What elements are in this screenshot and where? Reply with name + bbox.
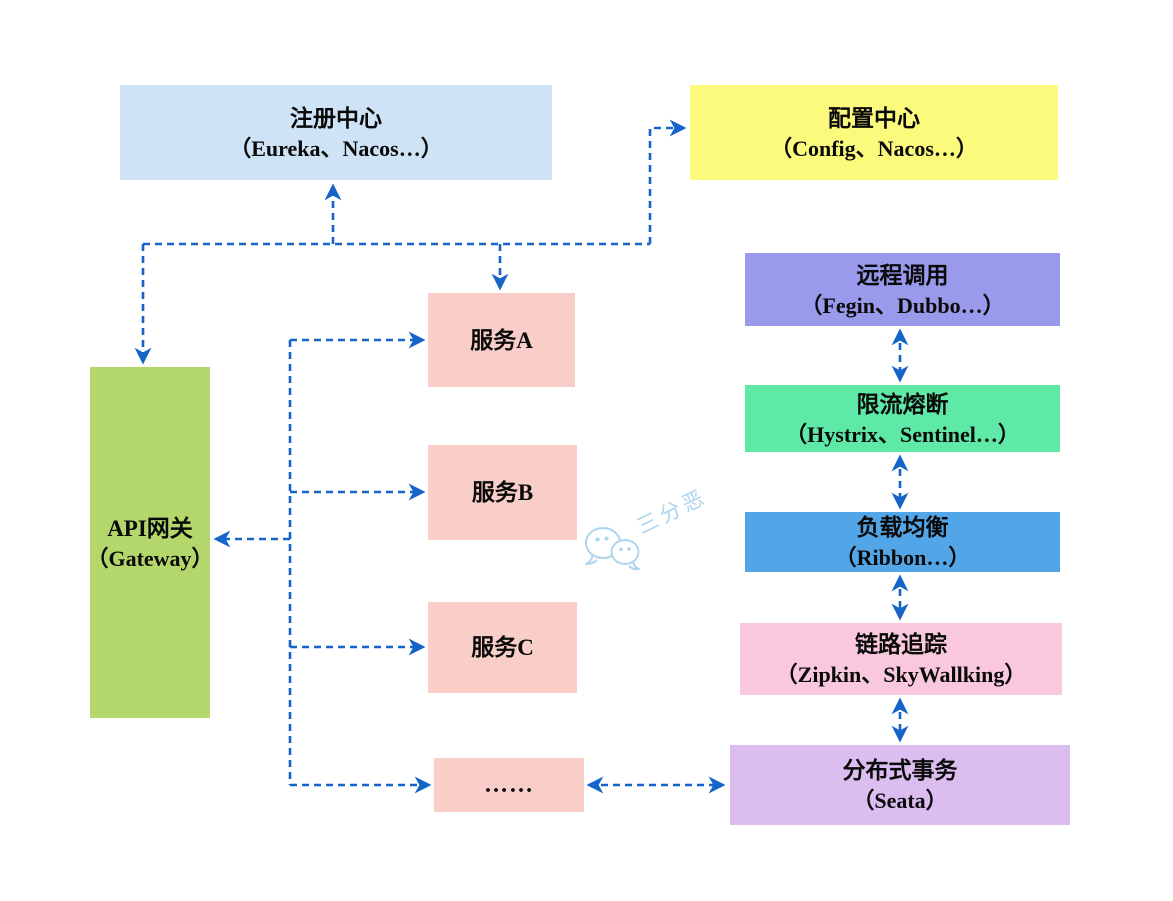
node-api-gateway: API网关 （Gateway） — [86, 367, 214, 718]
node-circuit-breaker: 限流熔断 （Hystrix、Sentinel…） — [745, 385, 1060, 452]
node-title: 限流熔断 — [856, 391, 949, 417]
node-subtitle: （Seata） — [852, 788, 948, 813]
node-subtitle: （Ribbon…） — [834, 545, 971, 570]
node-distributed-transaction: 分布式事务 （Seata） — [730, 745, 1070, 825]
node-subtitle: （Zipkin、SkyWallking） — [775, 662, 1027, 687]
node-title: 远程调用 — [856, 262, 949, 288]
node-service-a: 服务A — [428, 293, 575, 387]
node-subtitle: （Fegin、Dubbo…） — [800, 292, 1005, 318]
node-title: 配置中心 — [828, 105, 920, 131]
node-title: 负载均衡 — [856, 515, 949, 540]
node-title: 链路追踪 — [855, 632, 947, 657]
node-service-more: …… — [434, 758, 584, 812]
node-subtitle: （Gateway） — [86, 545, 214, 571]
node-title: 服务A — [470, 327, 533, 353]
node-load-balance: 负载均衡 （Ribbon…） — [745, 512, 1060, 572]
node-title: 服务B — [471, 480, 534, 505]
node-subtitle: （Config、Nacos…） — [770, 135, 978, 161]
node-registry-center: 注册中心 （Eureka、Nacos…） — [120, 85, 552, 180]
node-link-tracing: 链路追踪 （Zipkin、SkyWallking） — [740, 623, 1062, 695]
node-service-c: 服务C — [428, 602, 577, 693]
node-config-center: 配置中心 （Config、Nacos…） — [690, 85, 1058, 180]
node-title: 注册中心 — [290, 105, 382, 131]
wechat-icon — [585, 527, 640, 571]
watermark: 三分恶 — [580, 484, 730, 590]
node-title: 分布式事务 — [842, 758, 958, 783]
arrow-trunk-to-config — [648, 119, 687, 244]
node-title: API网关 — [107, 515, 193, 541]
node-service-b: 服务B — [428, 445, 577, 540]
node-title: 服务C — [471, 635, 534, 660]
node-title: …… — [484, 771, 534, 798]
node-remote-call: 远程调用 （Fegin、Dubbo…） — [745, 253, 1060, 326]
node-subtitle: （Hystrix、Sentinel…） — [785, 421, 1020, 447]
node-subtitle: （Eureka、Nacos…） — [229, 135, 443, 161]
